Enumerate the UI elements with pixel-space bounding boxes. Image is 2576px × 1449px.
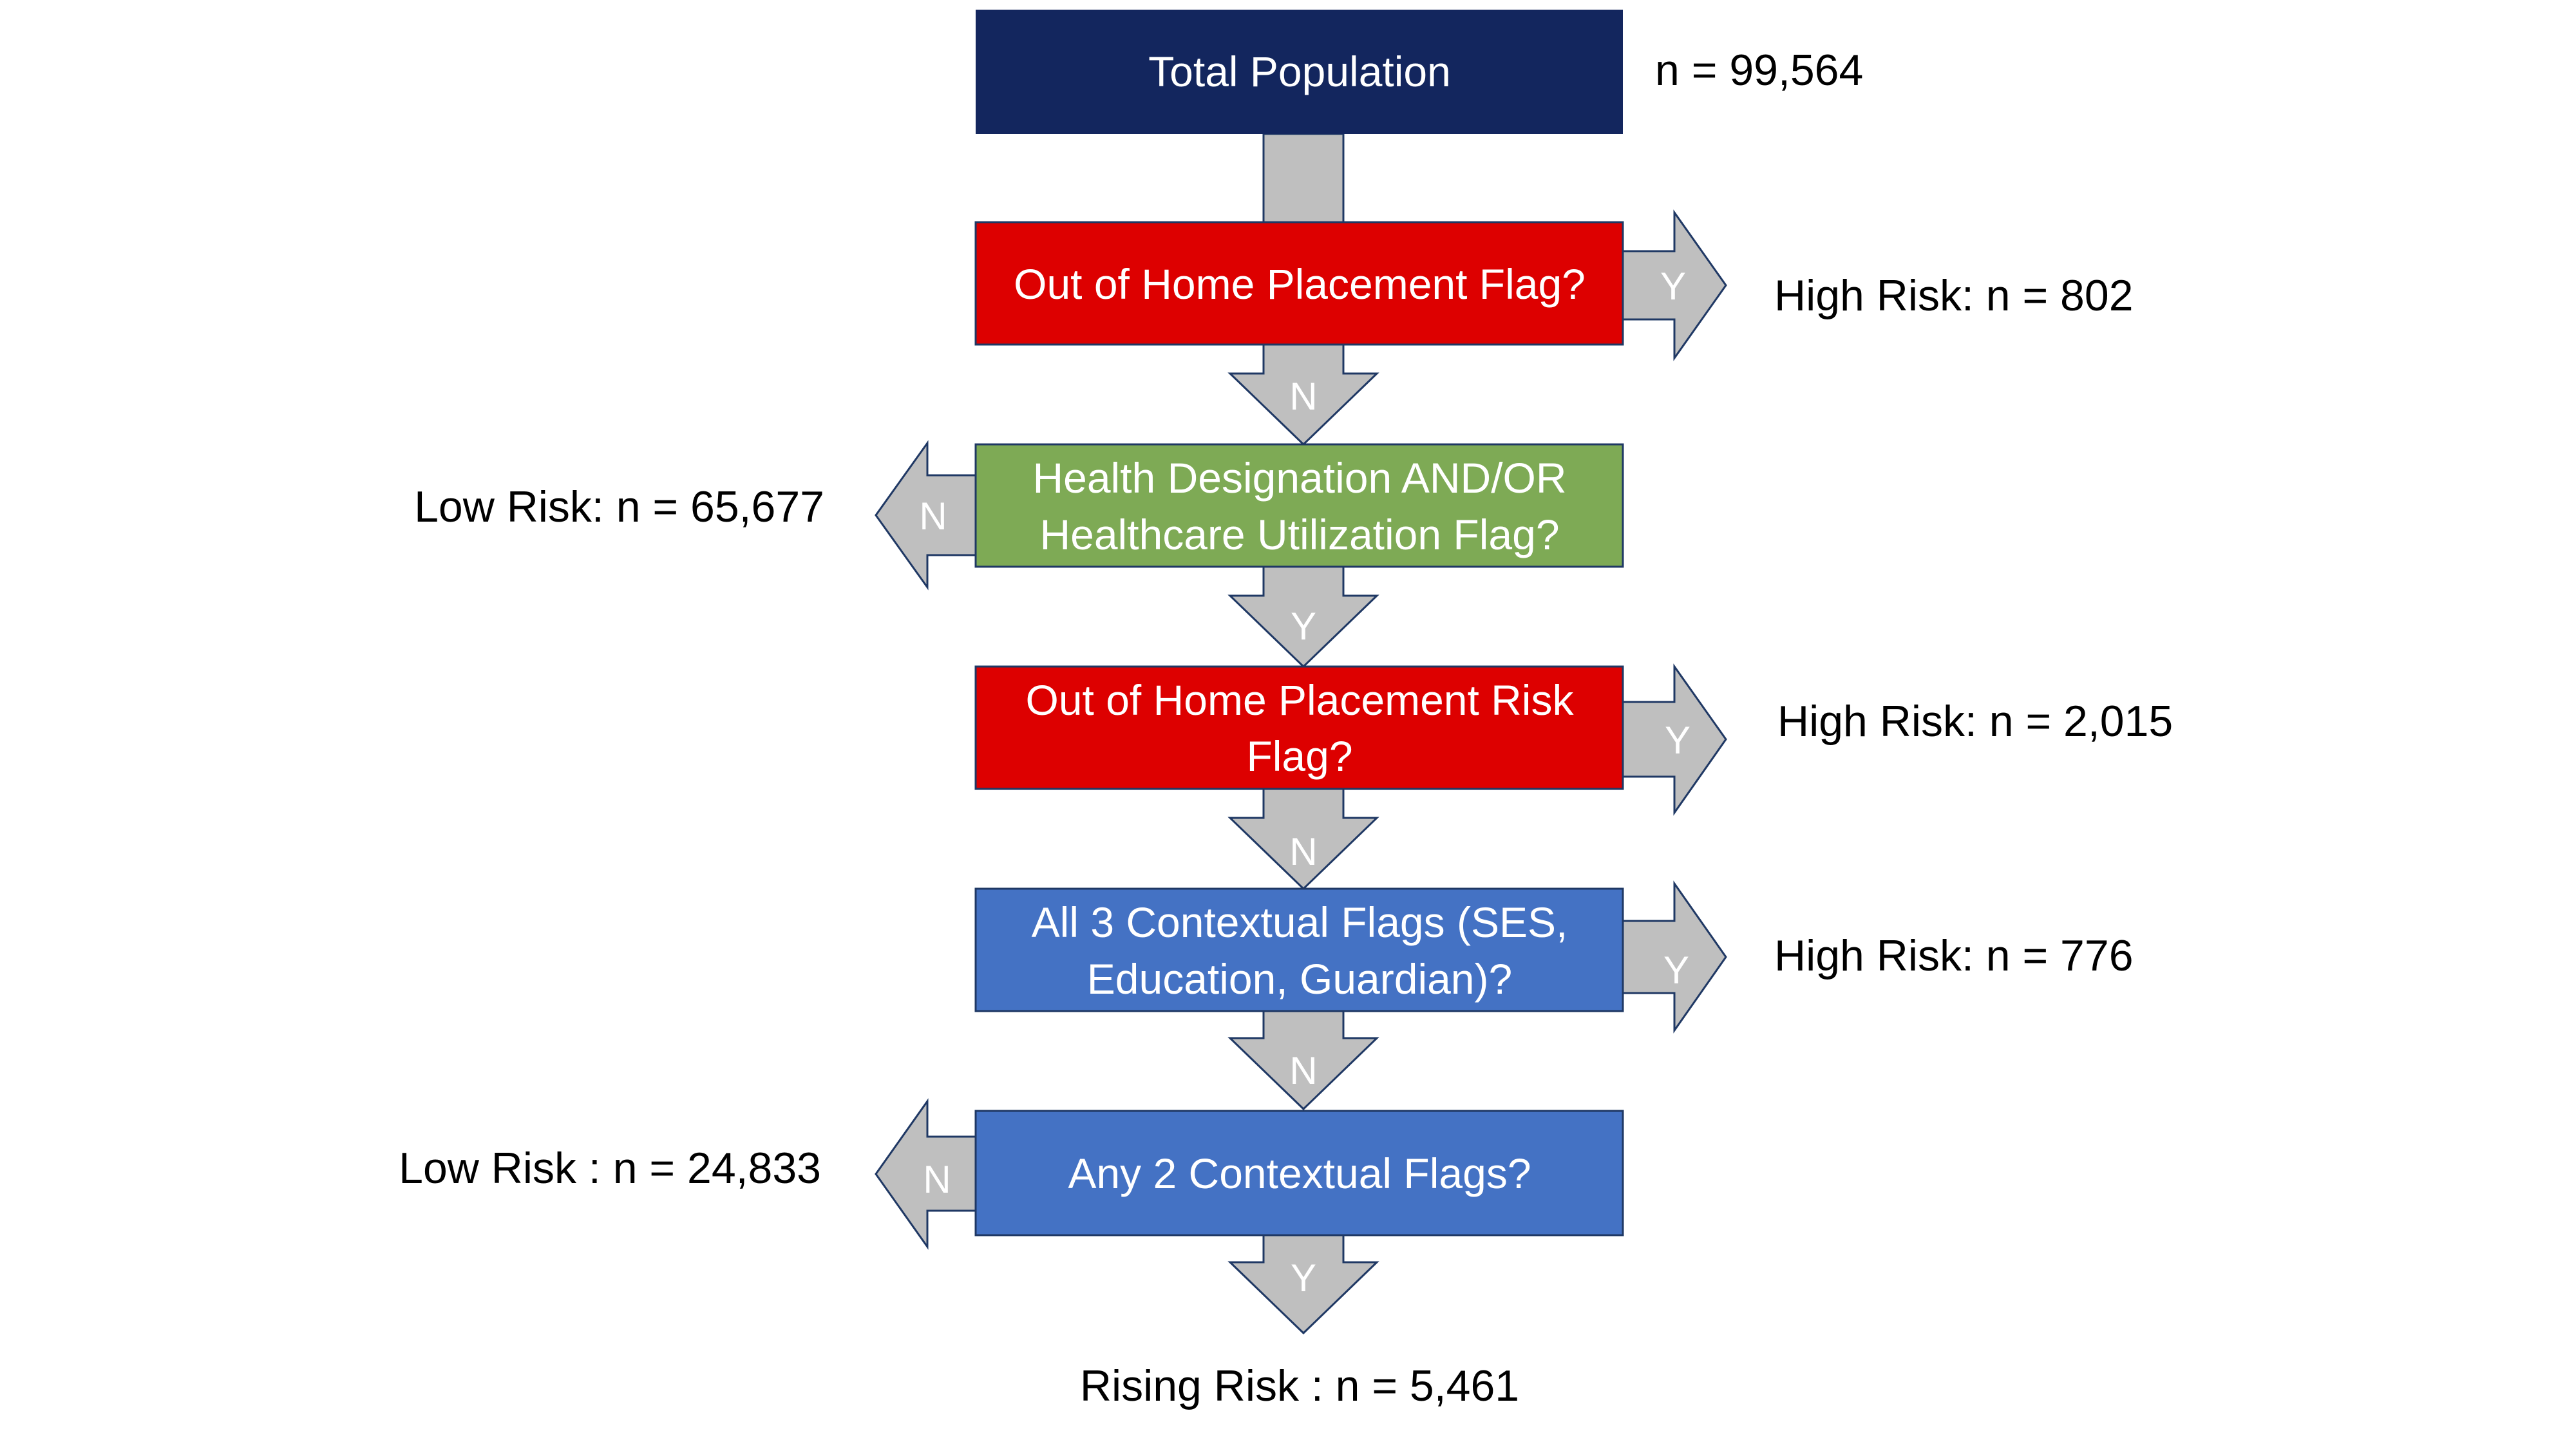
right-arrow-q1-yes xyxy=(1622,209,1727,361)
down-arrow-q3-no-label: N xyxy=(1289,830,1317,873)
right-arrow-q4-yes-label: Y xyxy=(1663,949,1689,992)
total-population-label: Total Population xyxy=(1148,48,1451,95)
connector-total-to-q1 xyxy=(1262,133,1345,227)
down-arrow-q4-no xyxy=(1227,1010,1379,1111)
right-arrow-q4-yes xyxy=(1622,880,1727,1034)
q4-label-line2: Education, Guardian)? xyxy=(1087,955,1512,1003)
outcome-q5-rising-risk: Rising Risk : n = 5,461 xyxy=(1080,1361,1519,1410)
down-arrow-q4-no-label: N xyxy=(1289,1049,1317,1092)
q1-label: Out of Home Placement Flag? xyxy=(1014,260,1586,308)
down-arrow-q2-yes-label: Y xyxy=(1291,605,1316,648)
left-arrow-q2-no-label: N xyxy=(919,495,947,538)
q2-health-designation-box xyxy=(974,443,1624,568)
q5-any-2-contextual-flags-box xyxy=(974,1110,1624,1236)
left-arrow-q5-no-label: N xyxy=(923,1158,951,1201)
down-arrow-q5-yes-label: Y xyxy=(1291,1256,1316,1300)
outcome-q5-low-risk: Low Risk : n = 24,833 xyxy=(399,1144,821,1193)
outcome-q2-low-risk: Low Risk: n = 65,677 xyxy=(414,482,824,531)
left-arrow-q2-no xyxy=(875,440,977,591)
total-population-box xyxy=(976,10,1623,134)
outcome-q3-high-risk: High Risk: n = 2,015 xyxy=(1777,697,2173,746)
q4-all-3-contextual-flags-box xyxy=(974,887,1624,1012)
down-arrow-q1-no xyxy=(1227,343,1379,446)
down-arrow-q5-yes xyxy=(1227,1234,1379,1335)
q3-label-line2: Flag? xyxy=(1246,732,1352,780)
down-arrow-q2-yes xyxy=(1227,565,1379,668)
right-arrow-q1-yes-label: Y xyxy=(1660,265,1686,308)
q5-label: Any 2 Contextual Flags? xyxy=(1068,1150,1531,1197)
right-arrow-q3-yes xyxy=(1622,663,1727,816)
down-arrow-q1-no-label: N xyxy=(1289,375,1317,418)
q1-out-of-home-placement-box xyxy=(974,221,1624,346)
q2-label-line2: Healthcare Utilization Flag? xyxy=(1039,511,1559,558)
right-arrow-q3-yes-label: Y xyxy=(1665,719,1690,762)
outcome-q1-high-risk: High Risk: n = 802 xyxy=(1774,271,2134,320)
left-arrow-q5-no xyxy=(875,1098,977,1250)
q3-placement-risk-box xyxy=(974,665,1624,790)
q3-label-line1: Out of Home Placement Risk xyxy=(1026,676,1575,724)
q2-label-line1: Health Designation AND/OR xyxy=(1032,454,1566,502)
outcome-q4-high-risk: High Risk: n = 776 xyxy=(1774,931,2134,980)
down-arrow-q3-no xyxy=(1227,788,1379,891)
total-population-count: n = 99,564 xyxy=(1655,46,1863,95)
q4-label-line1: All 3 Contextual Flags (SES, xyxy=(1032,898,1568,946)
